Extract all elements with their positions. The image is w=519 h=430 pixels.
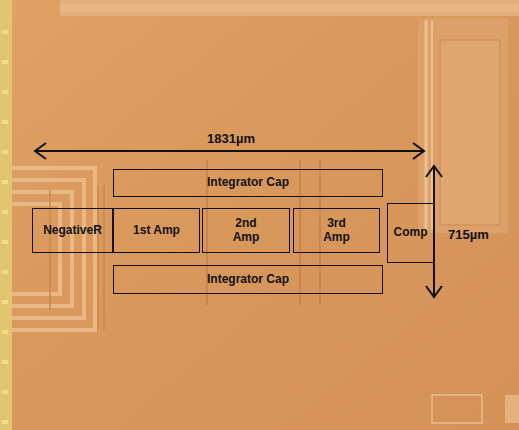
dimension-label: 1831µm — [205, 131, 257, 146]
block-label: Integrator Cap — [207, 176, 289, 190]
block-box: NegativeR — [32, 208, 113, 253]
block-label: 3rd Amp — [317, 217, 357, 245]
dimension-label: 715µm — [446, 227, 491, 242]
block-box: Comp — [387, 203, 434, 263]
block-box: 3rd Amp — [293, 208, 380, 253]
block-label: NegativeR — [43, 224, 102, 238]
block-box: Integrator Cap — [113, 169, 383, 197]
block-label: Integrator Cap — [207, 273, 289, 287]
block-label: 2nd Amp — [226, 217, 266, 245]
block-label: Comp — [394, 226, 428, 240]
block-box: Integrator Cap — [113, 265, 383, 294]
block-box: 2nd Amp — [202, 208, 290, 253]
block-label: 1st Amp — [133, 224, 180, 238]
block-box: 1st Amp — [113, 208, 200, 253]
